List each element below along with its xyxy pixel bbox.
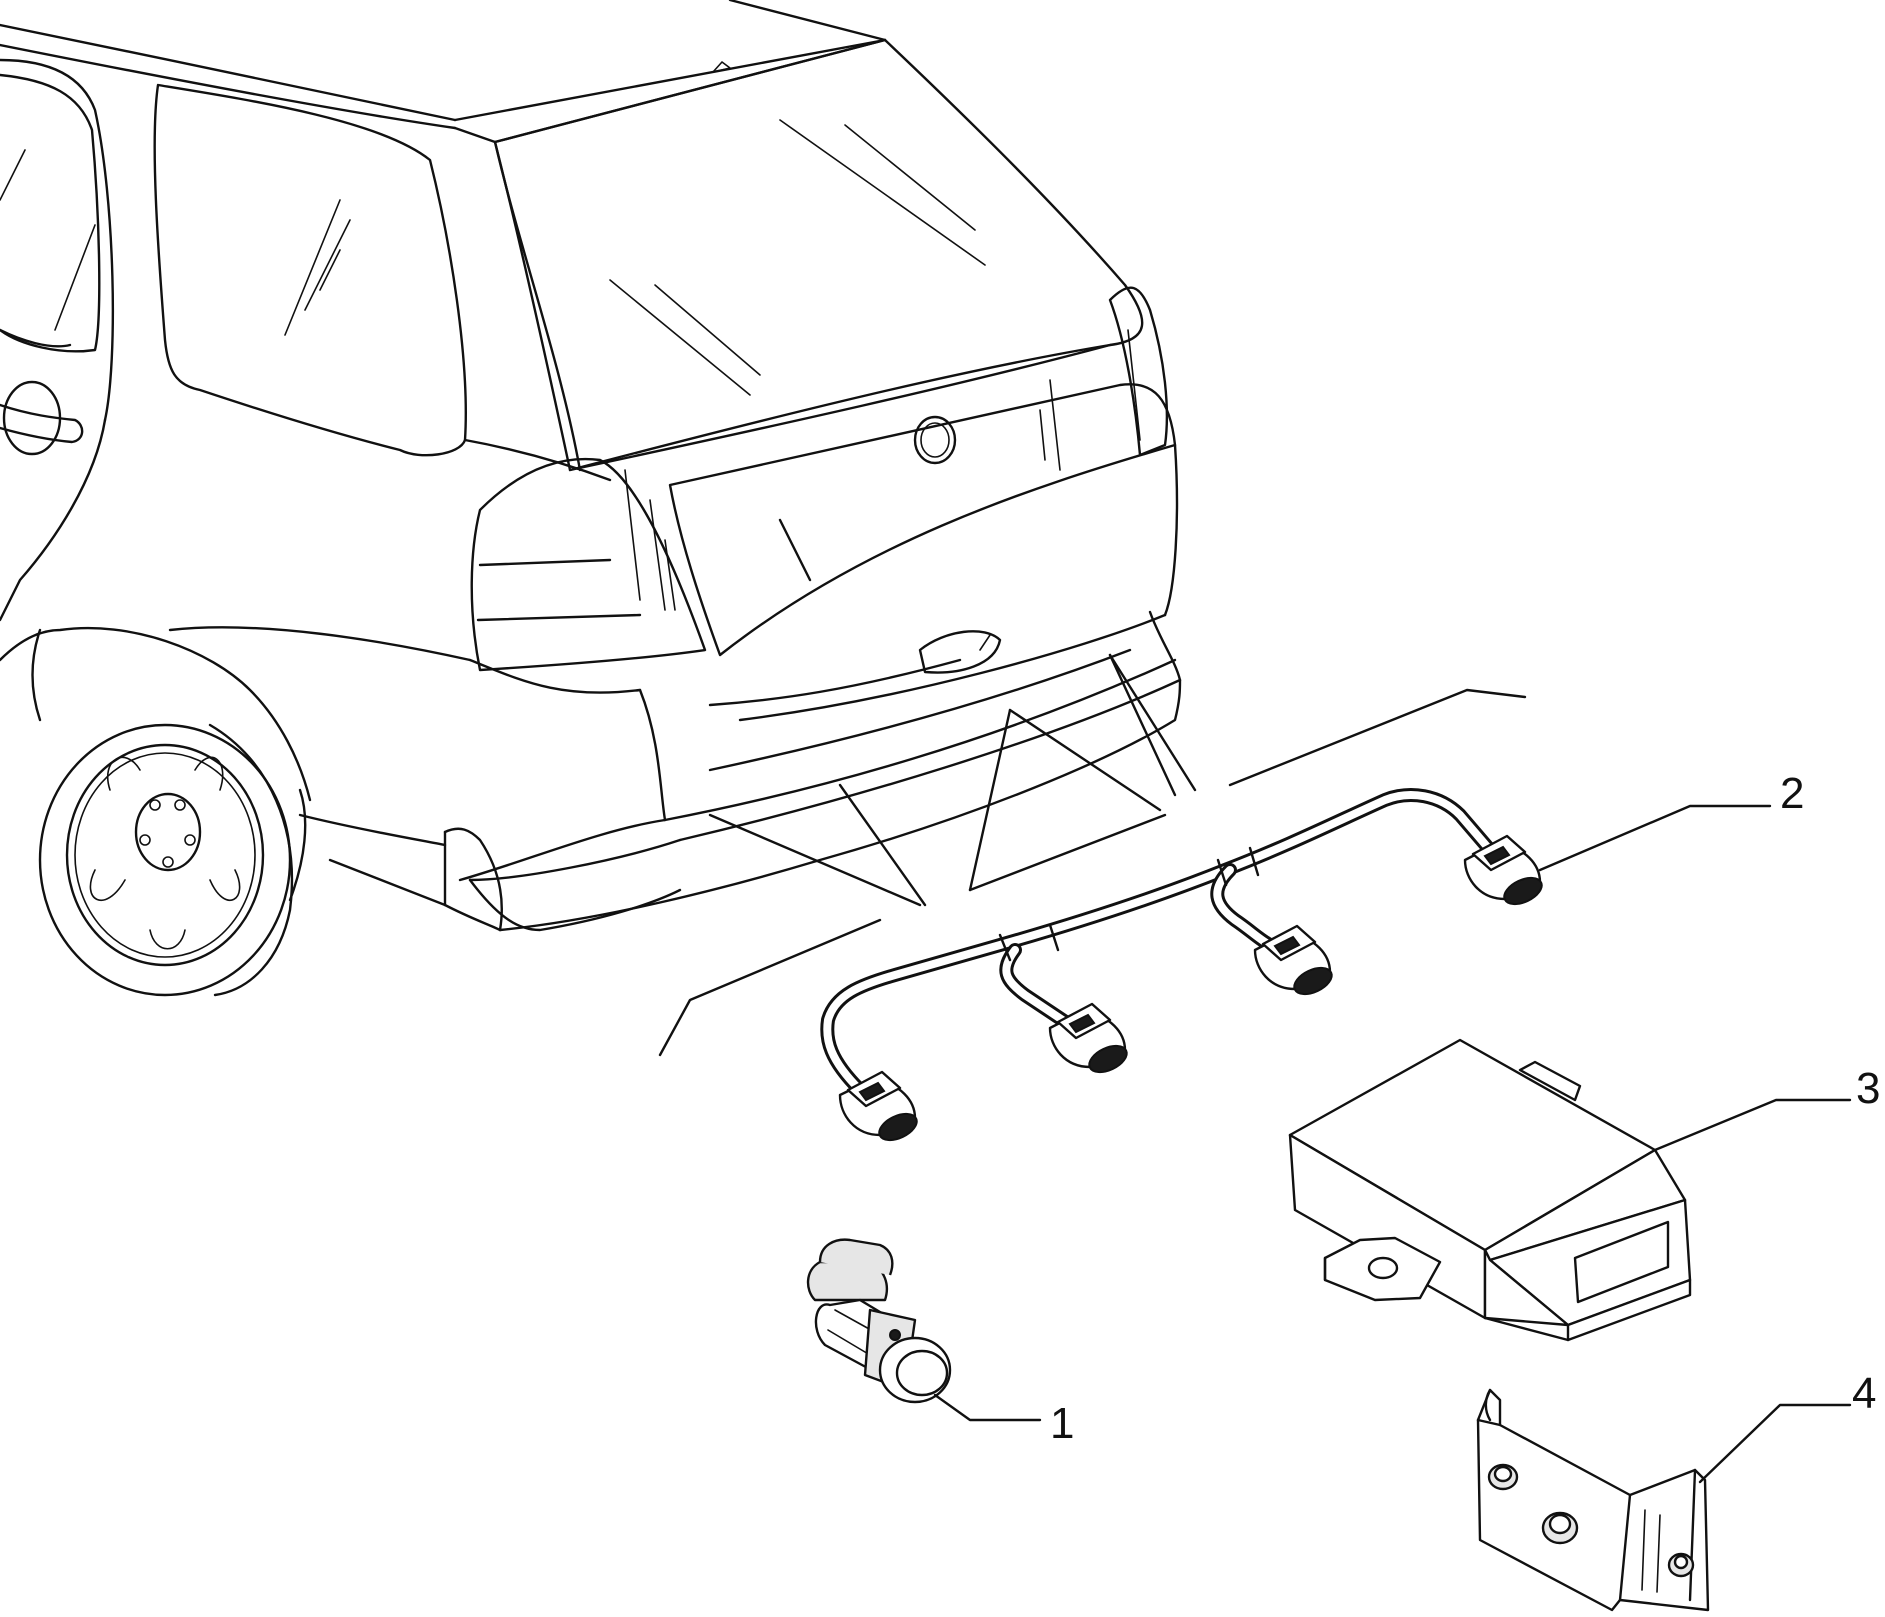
callout-number-3: 3 bbox=[1856, 1064, 1880, 1113]
parking-sensor-control-unit bbox=[1288, 1038, 1692, 1342]
sensor-location-leaders bbox=[658, 653, 1527, 1057]
callout-leader-2 bbox=[1538, 804, 1772, 872]
callout-labels: 1 2 3 4 bbox=[1050, 769, 1880, 1448]
wiring-harness bbox=[820, 788, 1543, 1142]
callout-leaders bbox=[933, 804, 1852, 1484]
callout-number-1: 1 bbox=[1050, 1399, 1074, 1448]
parking-sensor bbox=[806, 1238, 952, 1404]
callout-leader-3 bbox=[1653, 1098, 1852, 1152]
callout-leader-4 bbox=[1698, 1403, 1852, 1484]
callout-leader-1 bbox=[933, 1393, 1042, 1422]
callout-number-4: 4 bbox=[1852, 1369, 1876, 1418]
harness-connector bbox=[1253, 924, 1333, 996]
harness-connector bbox=[1463, 834, 1543, 906]
vehicle-rear-illustration bbox=[0, 0, 1182, 997]
callout-number-2: 2 bbox=[1780, 769, 1804, 818]
harness-connector bbox=[838, 1070, 918, 1142]
harness-connector bbox=[1048, 1002, 1128, 1074]
mounting-bracket bbox=[1476, 1388, 1710, 1612]
